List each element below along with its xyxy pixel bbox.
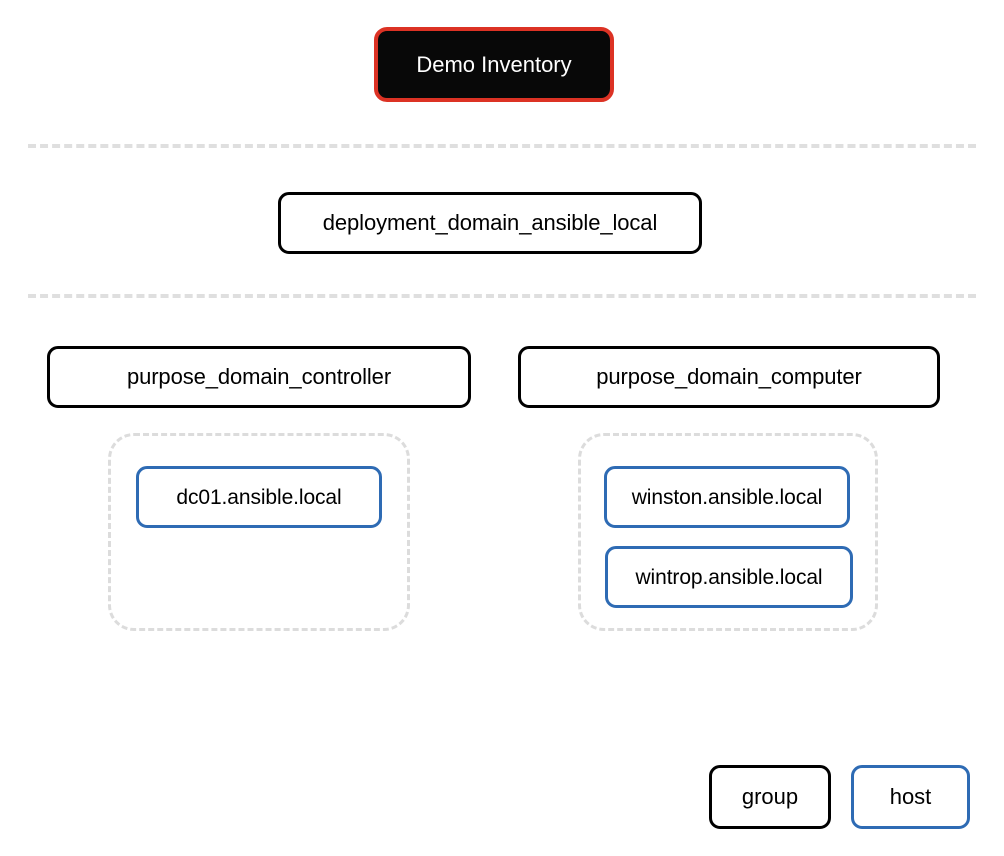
node-group-label: purpose_domain_computer — [596, 364, 862, 389]
node-group-deployment-domain-ansible-local[interactable]: deployment_domain_ansible_local — [278, 192, 702, 254]
node-group-purpose-domain-controller[interactable]: purpose_domain_controller — [47, 346, 471, 408]
rank-separator-1 — [28, 144, 976, 148]
node-host-label: winston.ansible.local — [631, 485, 823, 509]
host-container-purpose-domain-controller — [108, 433, 410, 631]
node-root-label: Demo Inventory — [416, 51, 572, 77]
node-root-demo-inventory[interactable]: Demo Inventory — [374, 27, 614, 102]
rank-separator-2 — [28, 294, 976, 298]
node-host-wintrop-ansible-local[interactable]: wintrop.ansible.local — [605, 546, 853, 608]
legend-item-host: host — [851, 765, 970, 829]
node-host-dc01-ansible-local[interactable]: dc01.ansible.local — [136, 466, 382, 528]
node-host-winston-ansible-local[interactable]: winston.ansible.local — [604, 466, 850, 528]
legend-item-label: group — [741, 784, 799, 809]
legend-item-label: host — [889, 784, 932, 809]
node-host-label: dc01.ansible.local — [176, 485, 342, 509]
node-host-label: wintrop.ansible.local — [635, 565, 823, 589]
node-group-label: purpose_domain_controller — [126, 364, 392, 389]
node-group-purpose-domain-computer[interactable]: purpose_domain_computer — [518, 346, 940, 408]
host-container-purpose-domain-computer — [578, 433, 878, 631]
legend-item-group: group — [709, 765, 831, 829]
node-group-label: deployment_domain_ansible_local — [322, 210, 658, 235]
